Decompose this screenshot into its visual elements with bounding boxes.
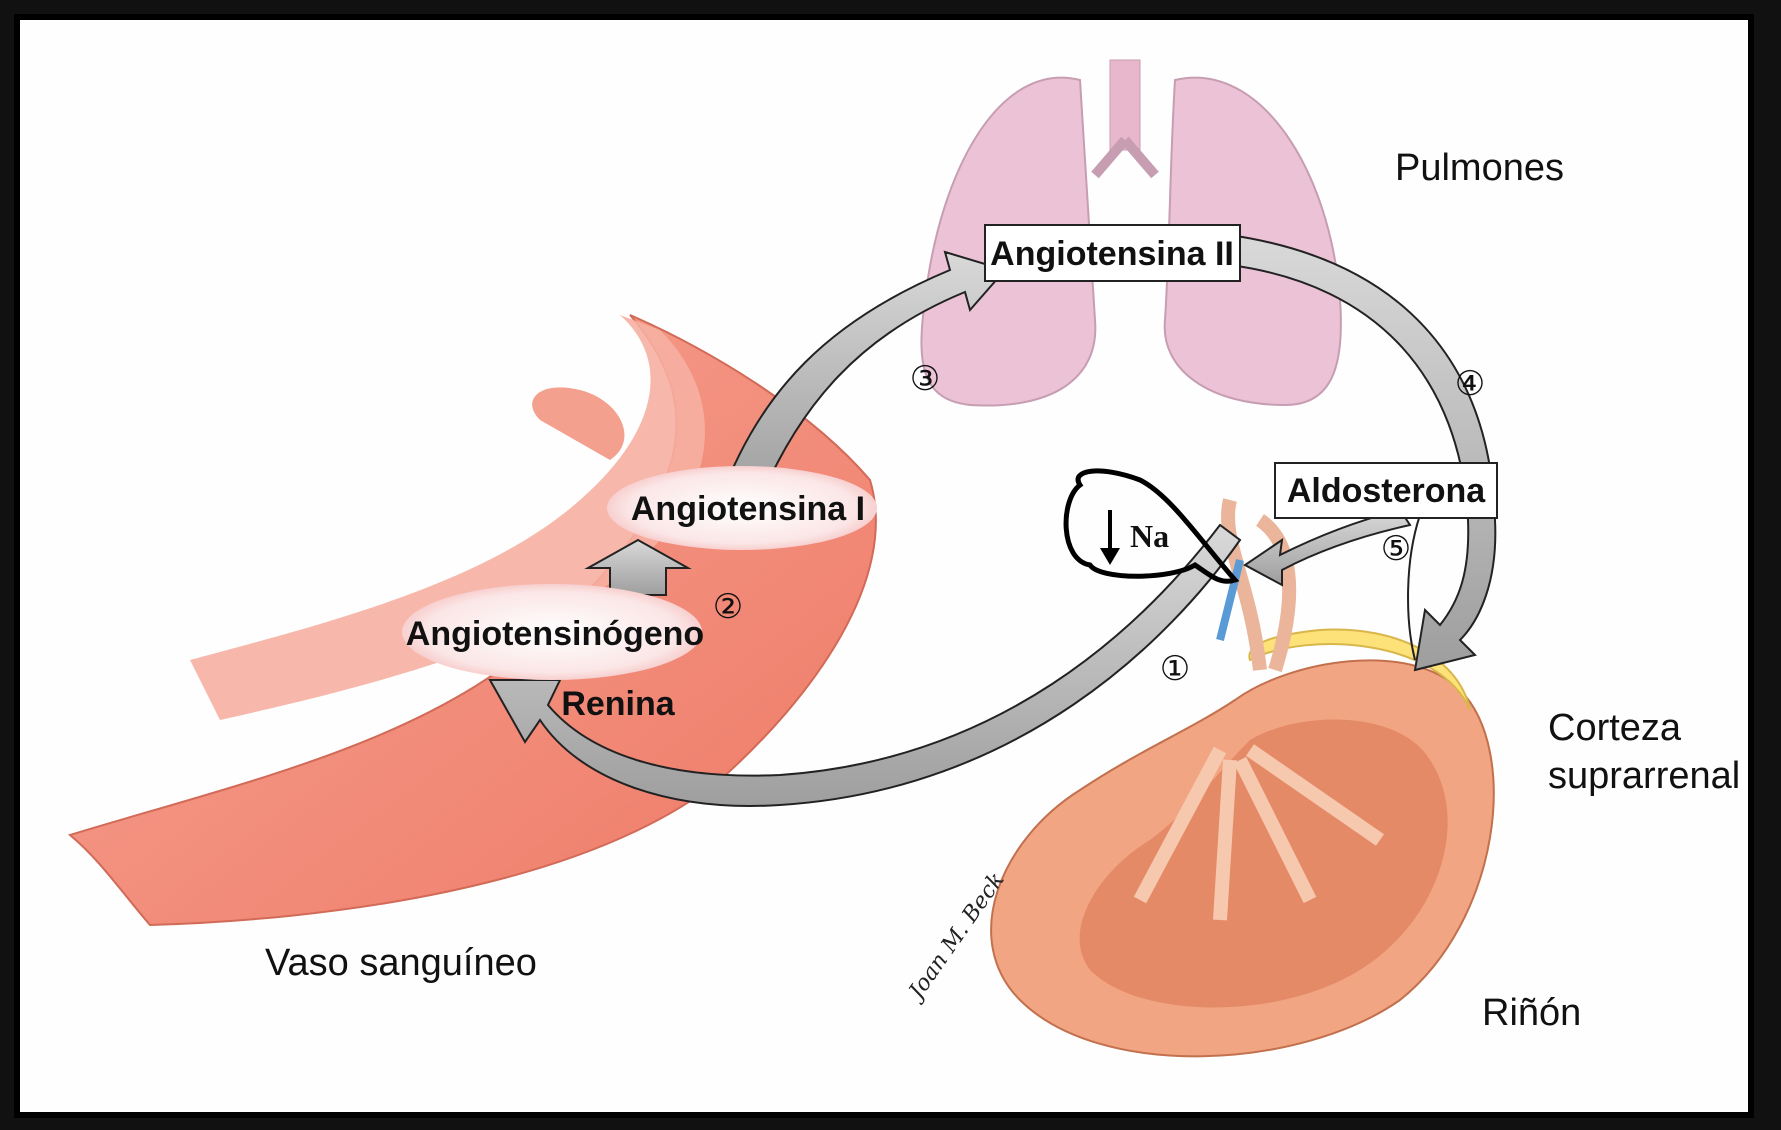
na-label: Na	[1130, 518, 1169, 554]
step-5-label: ⑤	[1381, 530, 1411, 568]
step-4-label: ④	[1455, 365, 1485, 403]
angiotensinogeno-label: Angiotensinógeno	[406, 615, 704, 653]
aldosterona-label: Aldosterona	[1287, 472, 1486, 510]
vaso-label: Vaso sanguíneo	[265, 942, 537, 984]
renina-label: Renina	[561, 685, 675, 723]
angiotensina-i-label: Angiotensina I	[631, 490, 865, 528]
rinon-label: Riñón	[1482, 992, 1581, 1034]
kidney-illustration	[991, 500, 1494, 1056]
step-3-label: ③	[910, 360, 940, 398]
step-1-label: ①	[1160, 650, 1190, 688]
pulmones-label: Pulmones	[1395, 147, 1564, 189]
renin-angiotensin-diagram: Na Angiotensina II Aldosterona Angiotens…	[20, 20, 1748, 1112]
angiotensina-ii-label: Angiotensina II	[990, 235, 1234, 273]
down-arrow-head-icon	[1100, 548, 1120, 565]
corteza-label-line2: suprarrenal	[1548, 755, 1740, 797]
corteza-label-line1: Corteza	[1548, 707, 1682, 749]
diagram-canvas: Na Angiotensina II Aldosterona Angiotens…	[14, 14, 1754, 1118]
step-2-label: ②	[713, 588, 743, 626]
